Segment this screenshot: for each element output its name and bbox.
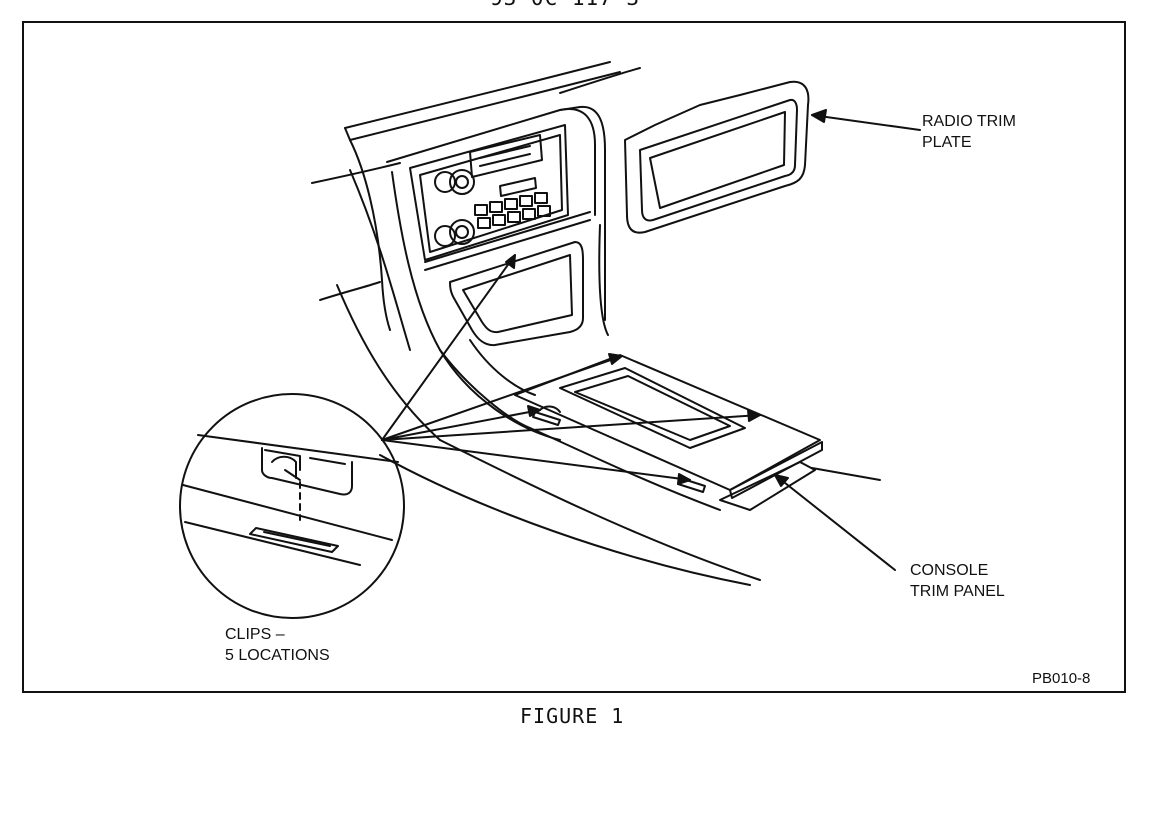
center-stack bbox=[386, 105, 609, 441]
callout-radio-trim-plate: RADIO TRIM PLATE bbox=[922, 111, 1016, 153]
clip-detail-magnifier bbox=[179, 393, 405, 619]
figure-id: PB010-8 bbox=[1032, 670, 1091, 687]
figure-frame bbox=[22, 21, 1126, 693]
figure-caption: FIGURE 1 bbox=[520, 704, 625, 728]
leader-lines bbox=[381, 109, 921, 571]
callout-clips: CLIPS – 5 LOCATIONS bbox=[225, 624, 330, 666]
console-body bbox=[379, 339, 881, 586]
callout-console-trim-panel-line2: TRIM PANEL bbox=[910, 583, 1005, 600]
storage-bin bbox=[449, 241, 584, 347]
callout-radio-trim-plate-line1: RADIO TRIM bbox=[922, 113, 1016, 130]
document-header-code: 93 0C 117-3 bbox=[490, 0, 640, 10]
callout-clips-line2: 5 LOCATIONS bbox=[225, 647, 330, 664]
callout-clips-line1: CLIPS – bbox=[225, 626, 285, 643]
callout-console-trim-panel: CONSOLE TRIM PANEL bbox=[910, 560, 1005, 602]
radio-trim-plate bbox=[624, 80, 810, 234]
callout-console-trim-panel-line1: CONSOLE bbox=[910, 562, 989, 579]
radio-unit bbox=[434, 134, 551, 247]
callout-radio-trim-plate-line2: PLATE bbox=[922, 134, 972, 151]
dashboard-outline bbox=[311, 61, 641, 441]
